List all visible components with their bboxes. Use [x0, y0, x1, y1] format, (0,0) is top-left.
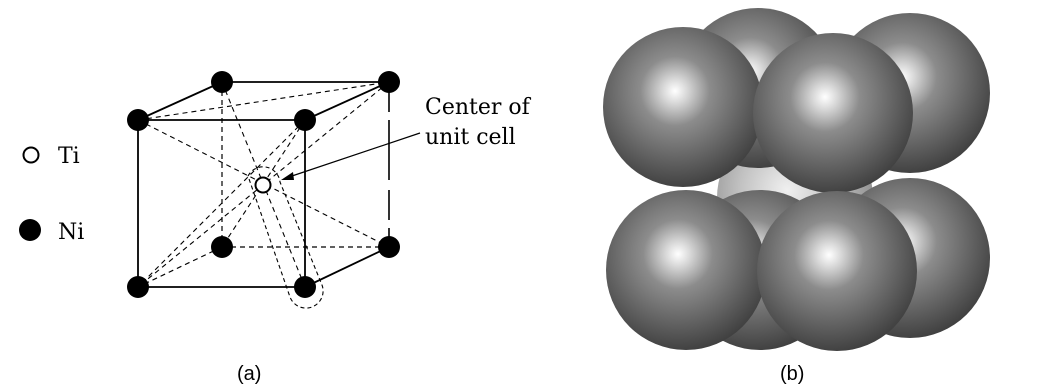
front-sphere-bottom-right: [757, 191, 917, 351]
ni-atom: [378, 236, 400, 258]
ni-atom: [127, 109, 149, 131]
front-sphere-bottom-left: [606, 190, 766, 350]
legend: Ti Ni: [19, 144, 84, 245]
ni-atom: [294, 276, 316, 298]
ti-legend-open-circle-icon: [22, 146, 40, 164]
front-sphere-top-left: [603, 27, 763, 187]
unit-cell-diagram: Center of unit cell: [127, 71, 532, 309]
ni-atom: [294, 109, 316, 131]
caption-a: (a): [237, 363, 261, 385]
annotation-arrowhead: [281, 172, 294, 180]
annotation-arrow-line: [285, 132, 421, 179]
ni-atom: [211, 236, 233, 258]
annotation-line-2: unit cell: [425, 125, 516, 150]
ni-legend-filled-circle-icon: [19, 219, 41, 241]
ni-atom: [127, 276, 149, 298]
caption-b: (b): [780, 363, 804, 385]
ni-atom: [211, 71, 233, 93]
annotation-line-1: Center of: [425, 95, 532, 120]
cell-front-edges: [137, 81, 390, 288]
front-sphere-top-right: [753, 33, 913, 193]
ti-atom-center: [254, 176, 272, 194]
legend-label-ni: Ni: [58, 220, 84, 245]
ni-atoms: [127, 71, 400, 298]
center-highlight-capsule: [247, 166, 324, 309]
ni-atom: [378, 71, 400, 93]
sphere-model: [603, 8, 990, 351]
legend-label-ti: Ti: [58, 144, 80, 169]
